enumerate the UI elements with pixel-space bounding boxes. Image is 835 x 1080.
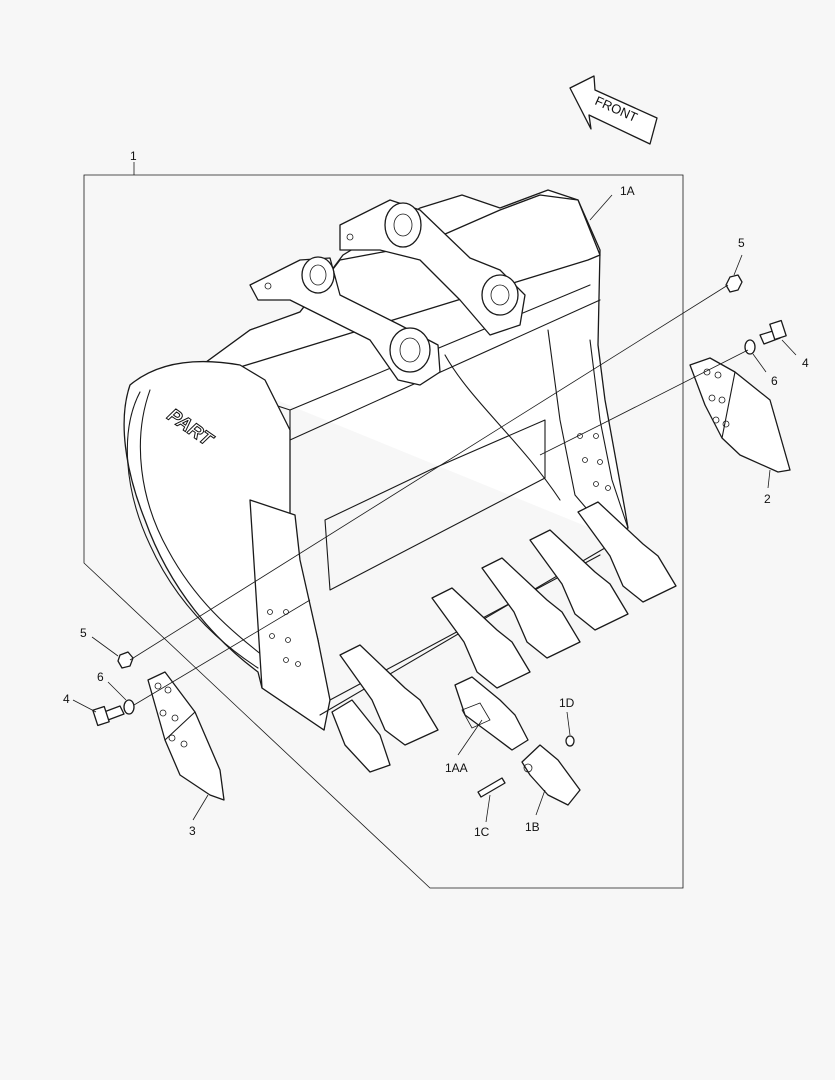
callout-1AA: 1AA bbox=[445, 761, 468, 775]
nut-left bbox=[117, 651, 134, 669]
callout-1D: 1D bbox=[559, 696, 575, 710]
side-cutter-right bbox=[689, 357, 791, 473]
callout-4-right: 4 bbox=[802, 356, 809, 370]
teeth-row bbox=[331, 501, 677, 773]
callout-1C: 1C bbox=[474, 825, 490, 839]
callout-1A: 1A bbox=[620, 184, 635, 198]
callout-5-left: 5 bbox=[80, 626, 87, 640]
nut-right bbox=[725, 274, 743, 293]
callout-1: 1 bbox=[130, 149, 137, 163]
tooth-4 bbox=[529, 529, 629, 631]
mounting-ears bbox=[249, 199, 526, 386]
bolt-holes bbox=[267, 433, 611, 667]
leader-lines bbox=[72, 194, 797, 823]
bolt-right bbox=[759, 319, 787, 345]
tooth-3 bbox=[481, 557, 581, 659]
tooth-tip-1B bbox=[521, 744, 581, 806]
washer-right bbox=[744, 339, 756, 355]
assembly-frame bbox=[83, 174, 684, 889]
callout-6-left: 6 bbox=[97, 670, 104, 684]
tooth-2 bbox=[431, 587, 531, 689]
bolt-left bbox=[92, 705, 125, 727]
callout-5-right: 5 bbox=[738, 236, 745, 250]
front-arrow: FRONT bbox=[569, 75, 658, 145]
callout-6-right: 6 bbox=[771, 374, 778, 388]
side-cutter-left bbox=[147, 671, 225, 801]
washer-left bbox=[123, 699, 135, 715]
tooth-1 bbox=[331, 644, 439, 773]
callout-4-left: 4 bbox=[63, 692, 70, 706]
tooth-retainer-1D bbox=[565, 735, 575, 747]
callout-1B: 1B bbox=[525, 820, 540, 834]
tooth-adapter-1AA bbox=[454, 676, 529, 751]
tooth-5 bbox=[577, 501, 677, 603]
bucket-body: PART bbox=[123, 189, 629, 731]
callout-3: 3 bbox=[189, 824, 196, 838]
callout-2: 2 bbox=[764, 492, 771, 506]
tooth-pin-1C bbox=[477, 777, 506, 798]
